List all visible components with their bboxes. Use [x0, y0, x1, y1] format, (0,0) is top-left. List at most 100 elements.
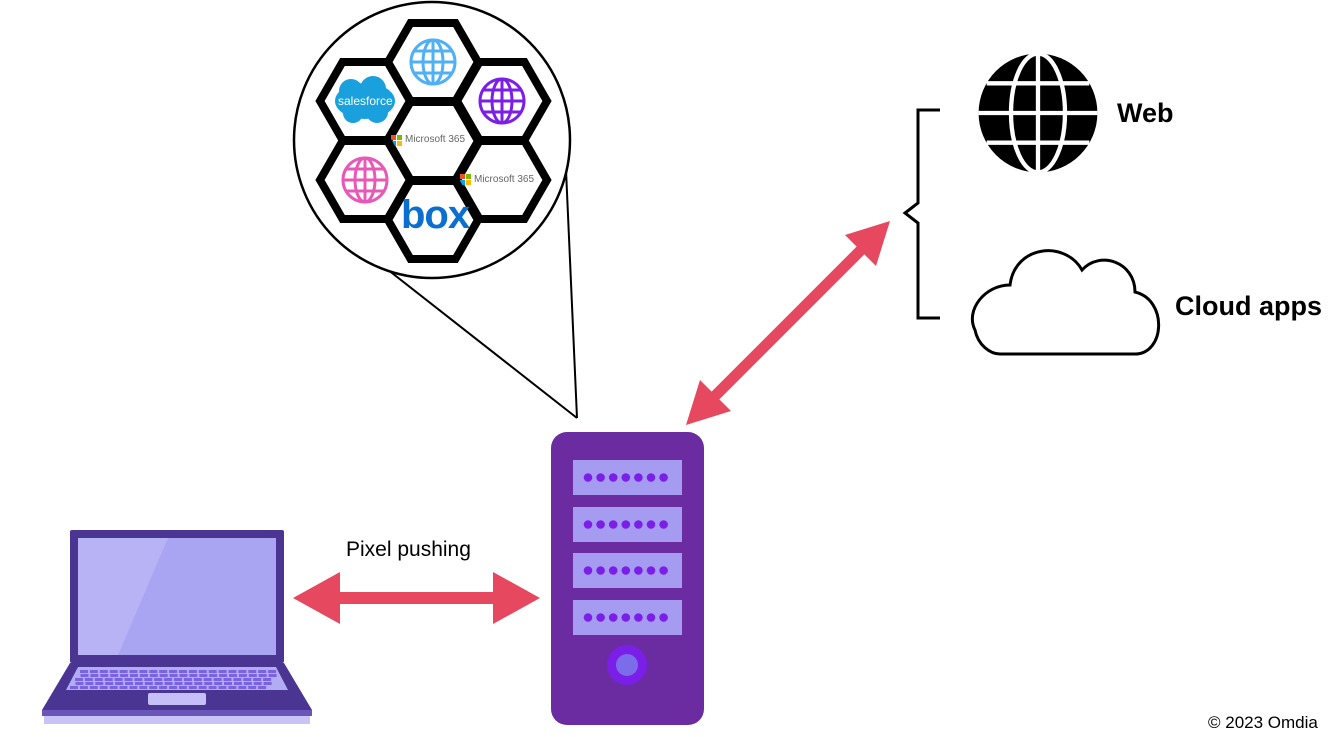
keyboard-key	[104, 678, 113, 681]
keyboard-key	[144, 678, 153, 681]
keyboard-key	[149, 670, 158, 673]
brace	[902, 108, 940, 320]
keyboard-key	[119, 670, 128, 673]
server-led	[608, 473, 618, 482]
keyboard-key	[179, 674, 188, 677]
keyboard-key	[154, 682, 163, 685]
server-led	[608, 613, 618, 622]
keyboard-key	[204, 682, 213, 685]
web-globe-icon	[978, 51, 1098, 175]
server-led	[596, 473, 605, 482]
keyboard-key	[154, 678, 163, 681]
server-led	[634, 520, 643, 529]
globe-purple-icon	[478, 77, 526, 125]
keyboard-key	[188, 686, 197, 689]
pixel-pushing-label: Pixel pushing	[346, 538, 471, 561]
keyboard-key	[115, 682, 124, 685]
salesforce-cloud-icon	[335, 76, 395, 123]
server-led	[659, 473, 668, 482]
keyboard-key	[243, 682, 252, 685]
keyboard-key	[248, 674, 257, 677]
keyboard-key	[159, 670, 168, 673]
keyboard-key	[243, 678, 252, 681]
keyboard-key	[169, 674, 178, 677]
server-led	[583, 613, 593, 622]
keyboard-key	[134, 682, 143, 685]
keyboard-key	[183, 678, 192, 681]
keyboard-key	[79, 686, 88, 689]
server-led	[646, 613, 656, 622]
globe-pink-icon	[341, 156, 389, 204]
server-led	[646, 520, 656, 529]
cloud-icon	[971, 249, 1161, 356]
keyboard-key	[268, 674, 277, 677]
keyboard-key	[169, 686, 177, 689]
keyboard-key	[258, 674, 267, 677]
server-led	[583, 520, 593, 529]
keyboard-key	[89, 686, 98, 689]
keyboard-key	[248, 686, 257, 689]
globe-blue-icon	[409, 38, 457, 86]
server-led	[621, 566, 631, 575]
server-led	[634, 613, 643, 622]
keyboard-key	[228, 686, 237, 689]
microsoft-365-label-center: Microsoft 365	[405, 134, 466, 145]
keyboard-key	[238, 686, 247, 689]
keyboard-key	[178, 686, 187, 689]
keyboard-key	[164, 678, 173, 681]
keyboard-key	[100, 674, 109, 677]
keyboard-key	[263, 682, 272, 685]
keyboard-key	[94, 678, 103, 681]
keyboard-key	[139, 670, 148, 673]
keyboard-key	[248, 670, 257, 673]
server-led	[659, 520, 668, 529]
keyboard-key	[268, 670, 277, 673]
server-led	[634, 566, 643, 575]
server-icon	[551, 432, 704, 725]
microsoft-365-label-right: Microsoft 365	[474, 174, 535, 185]
laptop-icon	[42, 530, 312, 724]
server-led	[583, 473, 593, 482]
pixel-pushing-double-arrow	[293, 572, 540, 624]
keyboard-key	[228, 670, 237, 673]
keyboard-key	[110, 674, 119, 677]
keyboard-key	[85, 682, 94, 685]
server-led	[596, 566, 605, 575]
keyboard-key	[84, 678, 93, 681]
keyboard-key	[189, 674, 198, 677]
keyboard-key	[219, 674, 228, 677]
keyboard-key	[125, 682, 133, 685]
server-led	[621, 473, 631, 482]
keyboard-key	[213, 678, 222, 681]
copyright-text: © 2023 Omdia	[1208, 713, 1318, 732]
server-led	[621, 613, 631, 622]
keyboard-key	[174, 678, 182, 681]
keyboard-key	[198, 686, 207, 689]
keyboard-key	[120, 674, 129, 677]
keyboard-key	[199, 674, 208, 677]
keyboard-key	[109, 686, 118, 689]
keyboard-key	[209, 674, 218, 677]
keyboard-key	[198, 670, 207, 673]
keyboard-key	[188, 670, 197, 673]
keyboard-key	[130, 674, 138, 677]
keyboard-key	[149, 686, 158, 689]
callout-line-left	[377, 261, 578, 419]
keyboard-key	[129, 686, 138, 689]
keyboard-key	[194, 682, 203, 685]
keyboard-key	[184, 682, 193, 685]
keyboard-key	[159, 674, 168, 677]
cloud-apps-label: Cloud apps	[1175, 291, 1322, 321]
keyboard-key	[179, 670, 187, 673]
server-led	[659, 566, 668, 575]
keyboard-key	[80, 670, 88, 673]
keyboard-key	[169, 670, 178, 673]
keyboard-key	[258, 670, 267, 673]
keyboard-key	[253, 678, 262, 681]
keyboard-key	[124, 678, 133, 681]
keyboard-key	[139, 674, 148, 677]
callout-line-right	[565, 169, 578, 419]
keyboard-key	[129, 670, 138, 673]
